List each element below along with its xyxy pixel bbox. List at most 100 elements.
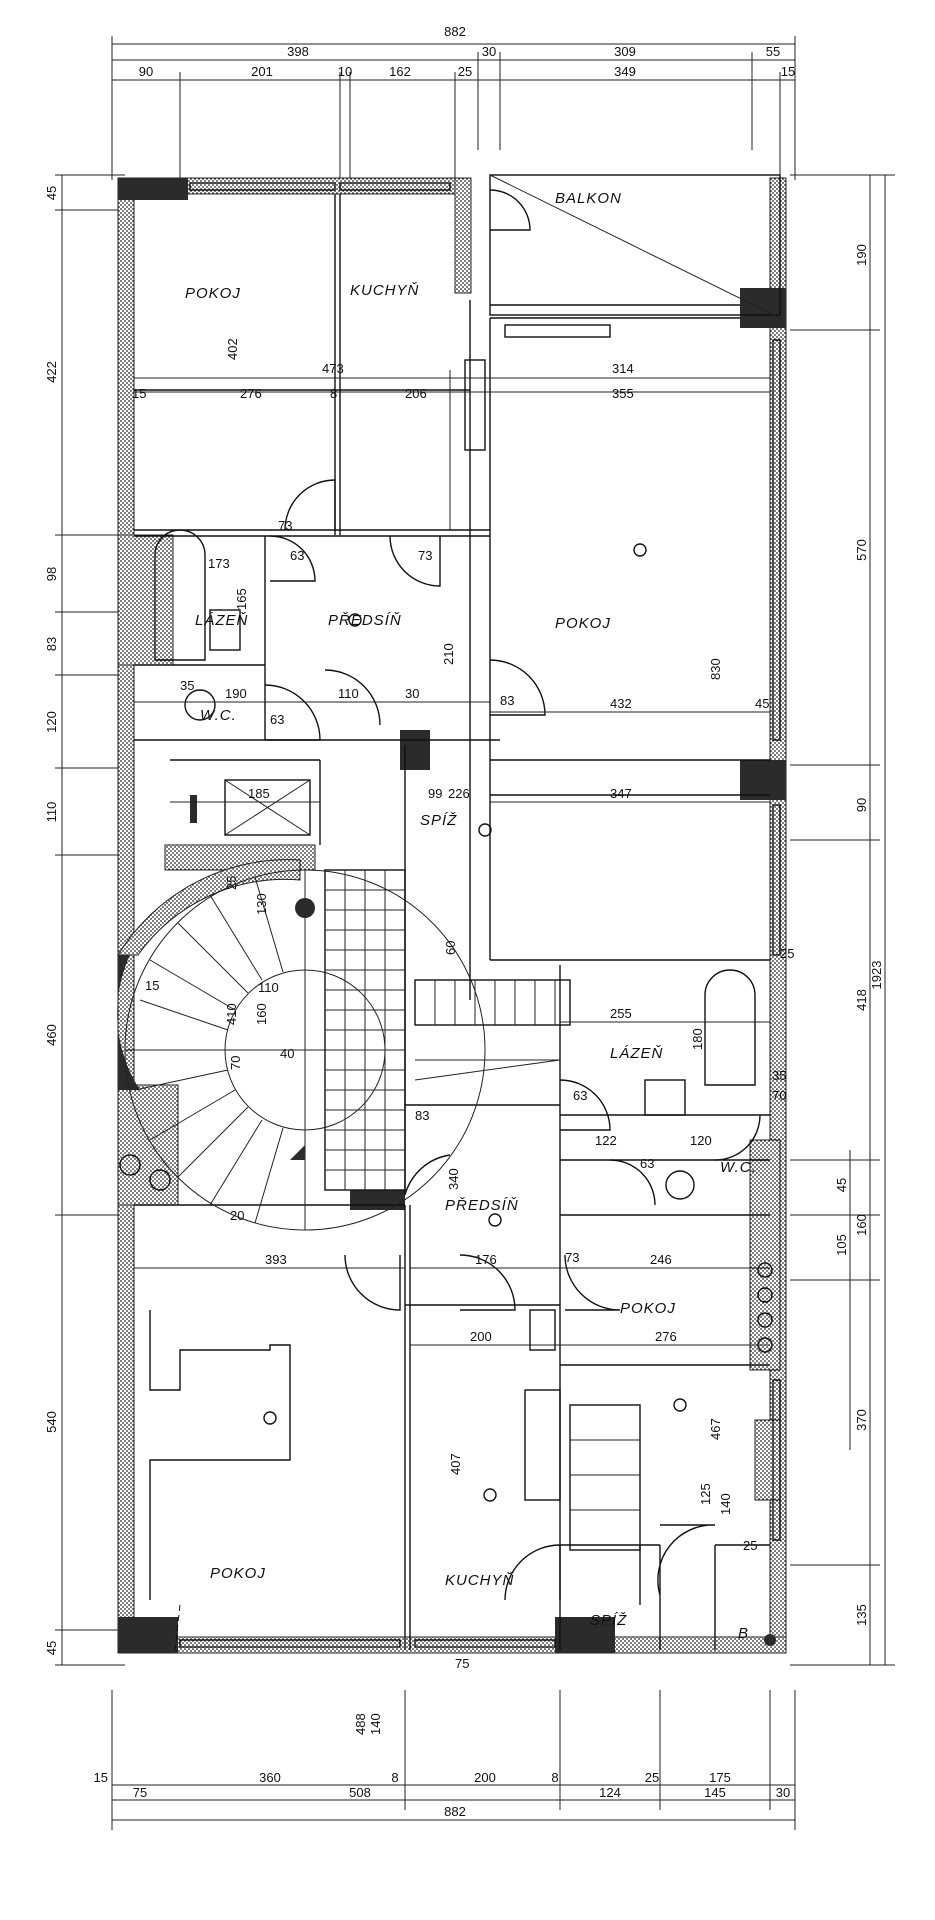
- dim-total-bottom: 882: [444, 1804, 466, 1819]
- room-label-lazen-top: LÁZEŇ: [195, 612, 248, 629]
- room-label-wc-top: W.C.: [200, 707, 237, 724]
- dim-inner-f: 15: [132, 386, 146, 401]
- dim-top-3-7: 15: [781, 64, 795, 79]
- dim-left-7: 460: [44, 1024, 59, 1046]
- dim-inner-aj: 122: [595, 1133, 617, 1148]
- dim-inner-ae: 40: [280, 1046, 294, 1061]
- room-label-predsin-mid: PŘEDSÍŇ: [445, 1197, 519, 1214]
- dim-inner-ac: 160: [254, 1003, 269, 1025]
- dim-left-5: 120: [44, 711, 59, 733]
- dim-inner-s: 110: [338, 686, 359, 701]
- dim-inner-al: 63: [640, 1156, 654, 1171]
- room-label-b: B: [738, 1625, 749, 1642]
- dim-inner-r: 190: [225, 686, 247, 701]
- dim-bottom-2-1: 75: [133, 1785, 147, 1800]
- dim-inner-at: 246: [650, 1252, 672, 1267]
- room-label-kuchyn-top: KUCHYŇ: [350, 282, 419, 299]
- room-label-wc-mid: W.C.: [720, 1159, 757, 1176]
- dim-inner-ak: 120: [690, 1133, 712, 1148]
- room-label-pokoj-top-right: POKOJ: [555, 615, 611, 632]
- dim-inner-bi: 60: [443, 941, 458, 955]
- dim-inner-av: 276: [655, 1329, 677, 1344]
- dim-inner-bf: 20: [230, 1208, 244, 1223]
- dim-right-2: 570: [854, 539, 869, 561]
- dim-inner-m: 165: [234, 588, 249, 610]
- dim-right-total: 1923: [869, 961, 884, 990]
- dim-top-3-4: 162: [389, 64, 411, 79]
- dim-inner-az: 140: [718, 1493, 733, 1515]
- dim-inner-b: 314: [612, 361, 634, 376]
- balcony: [489, 174, 781, 338]
- room-label-predsin-top: PŘEDSÍŇ: [328, 612, 402, 629]
- dim-right-1: 190: [854, 244, 869, 266]
- dim-top-3-6: 349: [614, 64, 636, 79]
- dim-inner-aq: 176: [475, 1252, 497, 1267]
- dim-bottom-2-2: 508: [349, 1785, 371, 1800]
- dim-inner-ah: 180: [690, 1028, 705, 1050]
- dim-inner-w: 347: [610, 786, 632, 801]
- room-label-lazen-mid: LÁZEŇ: [610, 1045, 663, 1062]
- dim-inner-z: 226: [448, 786, 470, 801]
- dim-inner-e: 355: [612, 386, 634, 401]
- dim-inner-l: 73: [418, 548, 432, 563]
- dim-bottom-1-6: 25: [645, 1770, 659, 1785]
- dim-bottom-1-3: 8: [391, 1770, 398, 1785]
- dim-top-2-1: 398: [287, 44, 309, 59]
- dim-inner-ai: 63: [573, 1088, 587, 1103]
- room-label-pokoj-bottom-left: POKOJ: [210, 1565, 266, 1582]
- dimension-chain-bottom: 15 360 8 200 8 25 175 75 508 124 145 30 …: [94, 1690, 796, 1830]
- dim-top-2-4: 55: [766, 44, 780, 59]
- dim-inner-ar: 73: [565, 1250, 579, 1265]
- dim-left-8: 540: [44, 1411, 59, 1433]
- dim-inner-k: 63: [290, 548, 304, 563]
- dim-right-8: 370: [854, 1409, 869, 1431]
- dim-bottom-1-5: 8: [551, 1770, 558, 1785]
- dim-inner-o: 830: [708, 658, 723, 680]
- dim-inner-bg: 35: [180, 678, 194, 693]
- dim-inner-af: 70: [228, 1056, 243, 1070]
- dim-top-3-5: 25: [458, 64, 472, 79]
- inner-hatched-walls: [117, 534, 781, 1501]
- dimension-chain-top: 882 398 30 309 55 90 201 10 162 25 349 1…: [111, 24, 796, 180]
- dim-inner-am: 35: [772, 1068, 786, 1083]
- dim-inner-n: 210: [441, 643, 456, 665]
- interior-walls: [134, 194, 770, 1650]
- dim-inner-t: 30: [405, 686, 419, 701]
- dim-right-7: 160: [854, 1214, 869, 1236]
- dim-inner-aw: 467: [708, 1418, 723, 1440]
- dim-right-9: 135: [854, 1604, 869, 1626]
- dim-left-6: 110: [44, 802, 59, 823]
- dim-inner-p: 432: [610, 696, 632, 711]
- dim-inner-i: 73: [278, 518, 292, 533]
- windows: [179, 182, 781, 1648]
- dim-bottom-1-7: 175: [709, 1770, 731, 1785]
- dim-inner-an: 70: [772, 1088, 786, 1103]
- dimension-chain-right: 190 570 90 418 1923 45 105 160 370 135: [790, 174, 895, 1666]
- outer-walls: [117, 177, 787, 1654]
- dim-left-4: 83: [44, 637, 59, 651]
- dim-inner-au: 200: [470, 1329, 492, 1344]
- dim-inner-q: 45: [755, 696, 769, 711]
- room-label-pokoj-mid-right: POKOJ: [620, 1300, 676, 1317]
- dim-inner-ad: 110: [258, 980, 279, 995]
- room-label-spiz-top: SPÍŽ: [420, 812, 457, 829]
- dim-inner-ab: 410: [224, 1003, 239, 1025]
- dim-top-3-2: 201: [251, 64, 273, 79]
- dim-inner-ap: 83: [415, 1108, 429, 1123]
- room-outline-bottom-left: [149, 1310, 291, 1651]
- dim-inner-c: 276: [240, 386, 262, 401]
- dim-inner-u: 63: [270, 712, 284, 727]
- room-label-pokoj-top-left: POKOJ: [185, 285, 241, 302]
- fixtures: [119, 359, 776, 1646]
- dim-right-4: 418: [854, 989, 869, 1011]
- dim-inner-bh: 15: [145, 978, 159, 993]
- dim-inner-bc: 140: [368, 1713, 383, 1735]
- dim-inner-bb: 488: [353, 1713, 368, 1735]
- dim-inner-ay: 125: [698, 1483, 713, 1505]
- dim-top-3-1: 90: [139, 64, 153, 79]
- dim-inner-d: 206: [405, 386, 427, 401]
- dim-inner-g: 8: [330, 386, 337, 401]
- dim-top-3-3: 10: [338, 64, 352, 79]
- dim-bottom-2-5: 30: [776, 1785, 790, 1800]
